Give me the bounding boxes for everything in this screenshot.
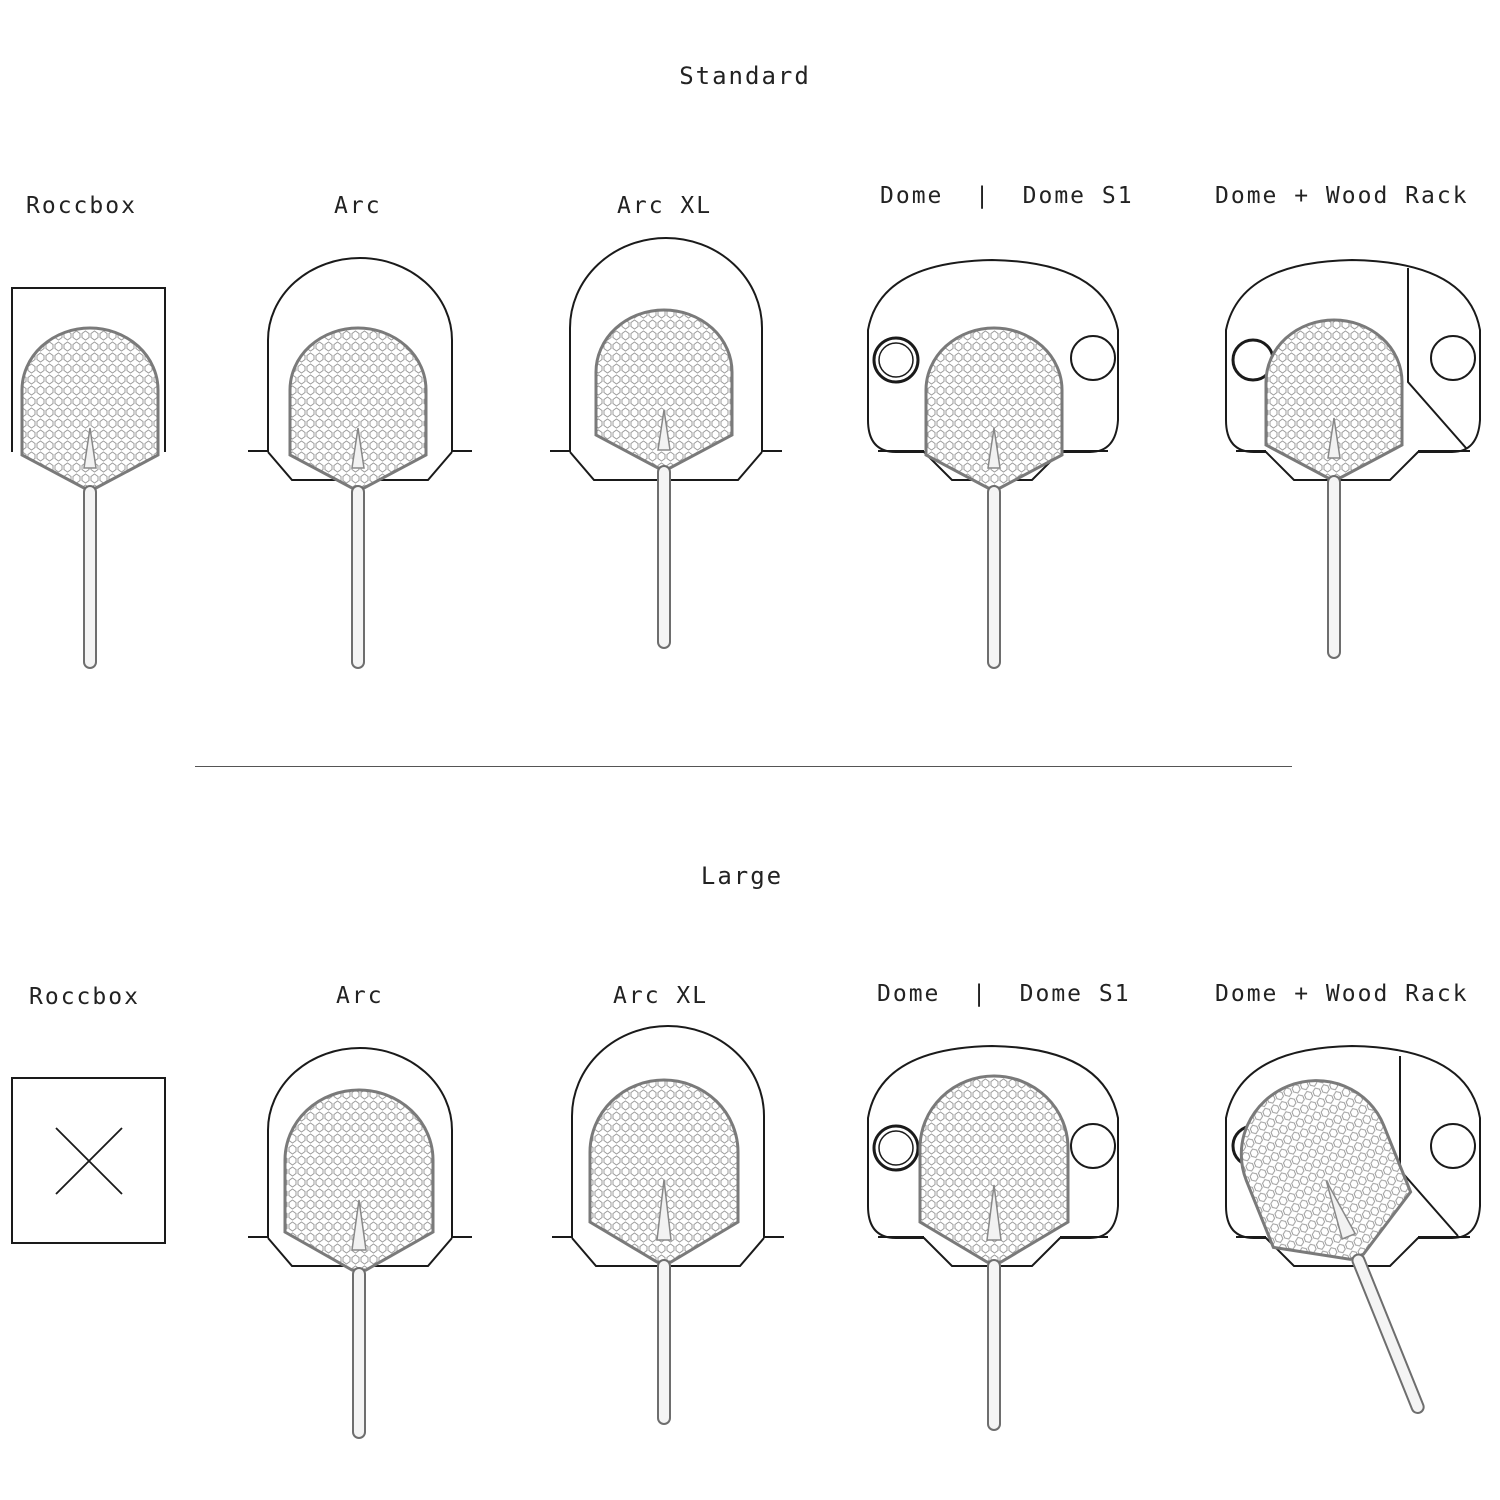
section-divider [195, 766, 1292, 767]
oven-label-roccbox-standard: Roccbox [26, 193, 137, 219]
oven-label-arc-standard: Arc [334, 193, 382, 219]
no-fit-cross-icon [55, 1127, 123, 1195]
peel-dome-standard [924, 326, 1064, 669]
peel-arc-standard [288, 326, 428, 669]
section-title-standard: Standard [679, 62, 811, 90]
roccbox-oven-outline-standard [11, 287, 166, 452]
roccbox-no-fit-box [11, 1077, 166, 1244]
peel-dome-wood-rack-large-angled [1239, 1079, 1425, 1414]
oven-label-dome-wood-rack-standard: Dome + Wood Rack [1215, 183, 1469, 209]
oven-label-arc-xl-large: Arc XL [613, 983, 709, 1009]
oven-label-roccbox-large: Roccbox [29, 984, 140, 1010]
peel-dome-large [918, 1074, 1070, 1431]
dome-oven-outline-standard [867, 258, 1119, 481]
peel-dome-wood-rack-standard [1264, 318, 1404, 659]
section-title-large: Large [700, 862, 784, 890]
peel-arc-xl-large [588, 1078, 740, 1425]
oven-label-arc-xl-standard: Arc XL [617, 193, 713, 219]
oven-label-dome-standard: Dome | Dome S1 [880, 183, 1134, 209]
peel-arc-large [283, 1088, 435, 1439]
peel-roccbox-standard [20, 326, 160, 669]
oven-label-dome-large: Dome | Dome S1 [877, 981, 1131, 1007]
oven-label-dome-wood-rack-large: Dome + Wood Rack [1215, 981, 1469, 1007]
dome-oven-outline-large [867, 1044, 1119, 1267]
peel-arc-xl-standard [594, 308, 734, 649]
oven-label-arc-large: Arc [336, 983, 384, 1009]
